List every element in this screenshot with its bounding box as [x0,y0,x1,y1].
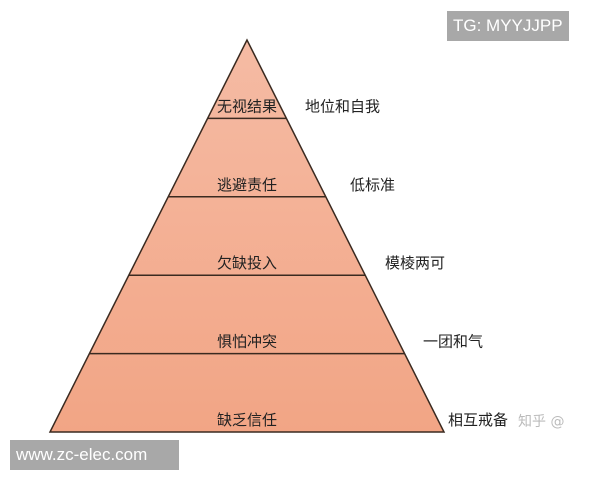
zhihu-watermark: 知乎 @ [518,414,565,430]
level-result: 一团和气 [423,333,483,351]
level-label: 逃避责任 [217,176,277,194]
level-result: 模棱两可 [385,254,445,272]
pyramid-shape [48,38,446,433]
level-result: 地位和自我 [305,97,380,115]
level-label: 无视结果 [217,97,277,115]
level-result: 相互戒备 [448,411,508,429]
level-label: 缺乏信任 [217,411,277,429]
level-result: 低标准 [350,176,395,194]
level-label: 惧怕冲突 [217,333,277,351]
level-label: 欠缺投入 [217,254,277,272]
watermark-top-right: TG: MYYJJPP [447,11,569,41]
watermark-bottom-left: www.zc-elec.com [10,440,179,470]
